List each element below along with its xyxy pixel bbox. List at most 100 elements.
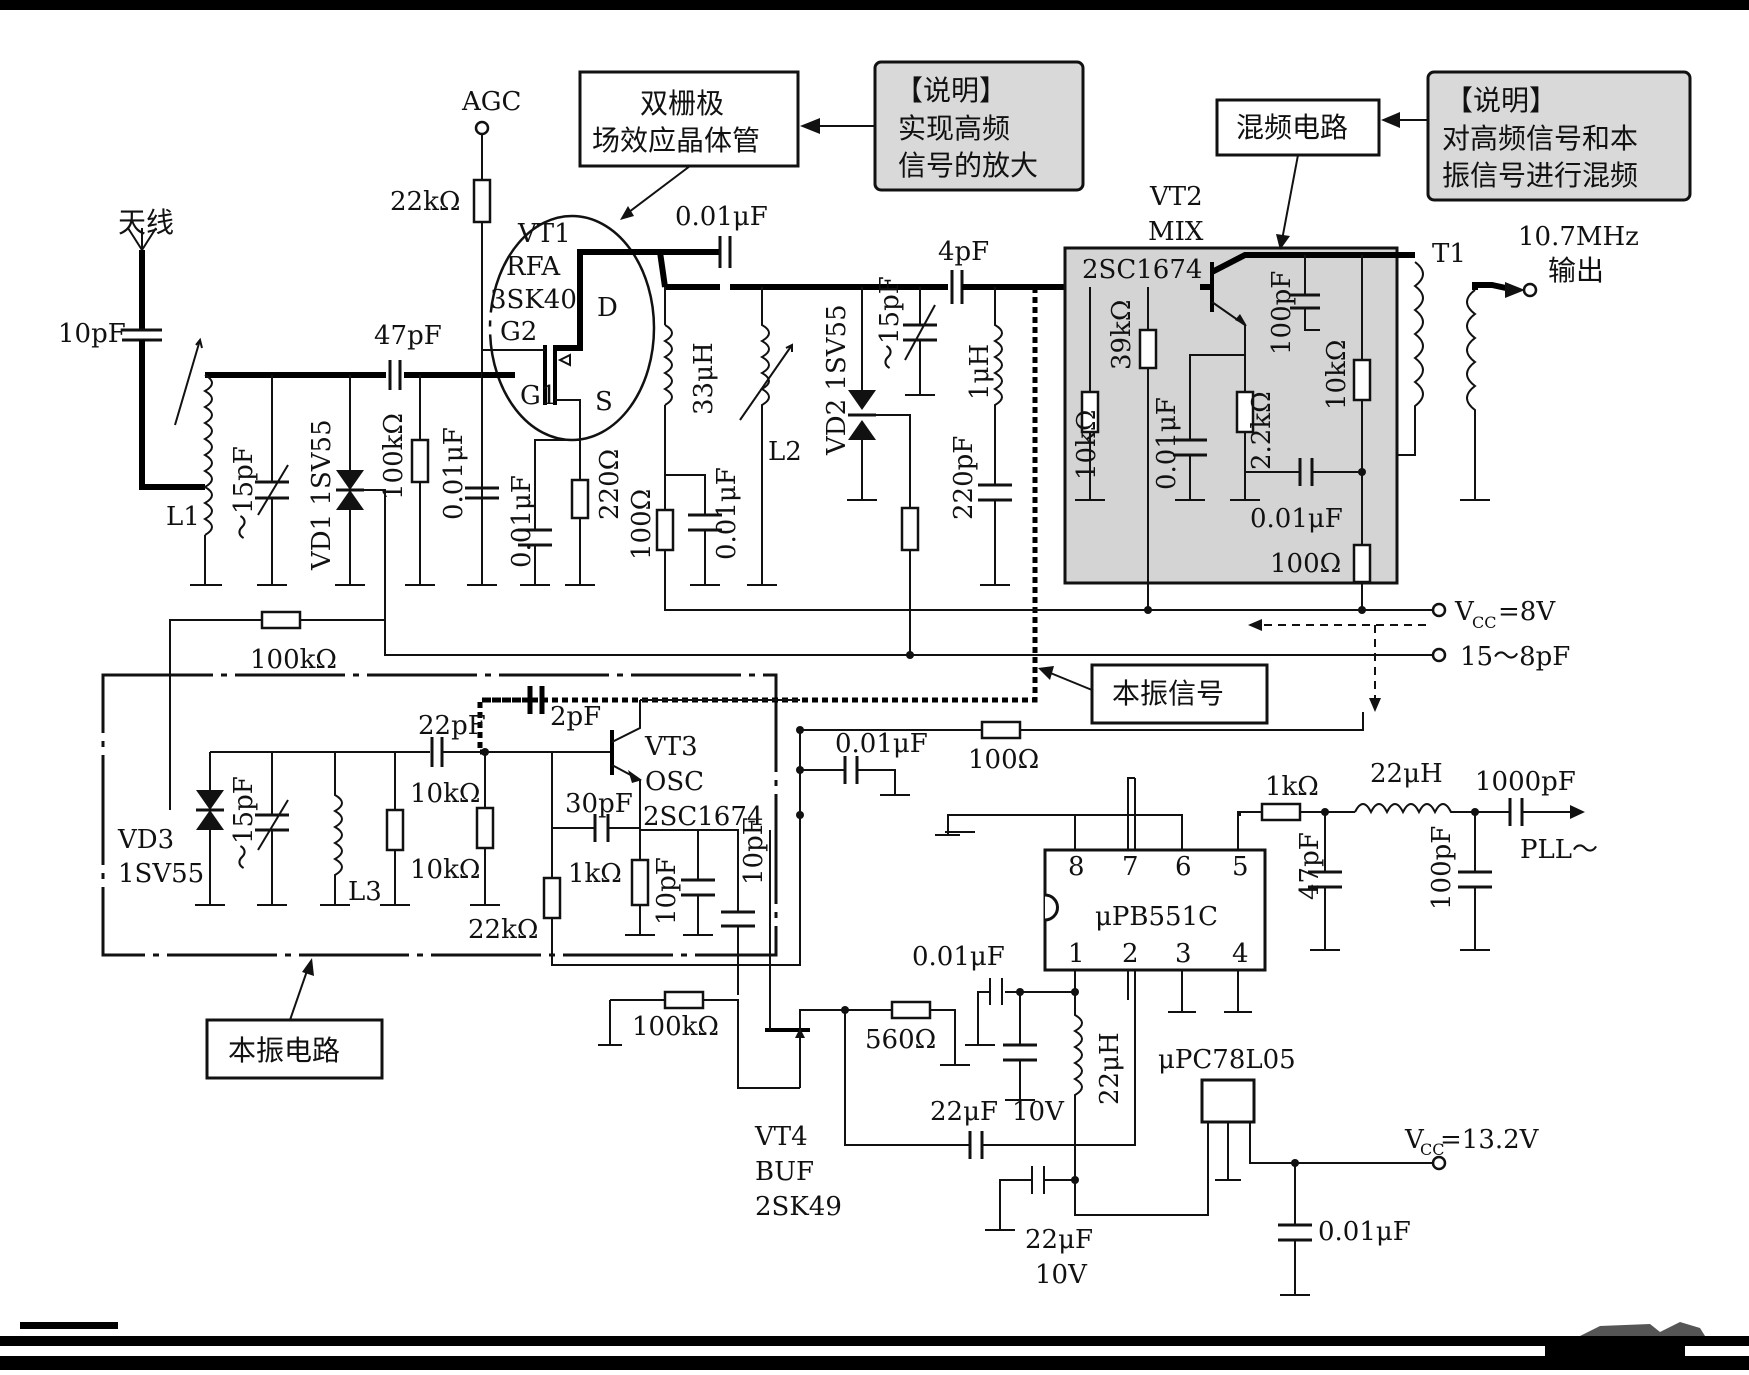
vd3-bias-wire <box>169 619 385 810</box>
c-100p-a-label: 100pF <box>1267 271 1297 355</box>
note2-l3: 振信号进行混频 <box>1442 159 1638 192</box>
vt1-mosfet <box>482 249 660 440</box>
agc-label: AGC <box>461 87 521 117</box>
l-22u-b-label: 22μH <box>1370 759 1443 789</box>
vt3-osc: OSC <box>645 767 704 797</box>
lo-circuit-pointer <box>289 967 309 1021</box>
vcc13-sub: CC <box>1420 1140 1444 1159</box>
vd3-label: VD3 <box>117 825 174 855</box>
r-100k-b-label: 100kΩ <box>250 645 337 675</box>
vt3-name: VT3 <box>644 732 698 762</box>
callout-lo-signal <box>1090 663 1269 725</box>
vt1-part: 3SK40 <box>490 285 577 315</box>
c-001-b-capacitor <box>465 486 499 586</box>
vcc8-val: =8V <box>1498 597 1556 627</box>
mixer-bias-network <box>1075 255 1372 610</box>
r-10k-d-resistor <box>475 806 495 850</box>
c-001-g-label: 0.01μF <box>835 729 928 759</box>
ic-pin-5: 5 <box>1232 852 1249 882</box>
arrow-head <box>1248 619 1262 631</box>
osc-supply-wire <box>800 712 1364 731</box>
lo-tank <box>195 751 430 906</box>
c-47p-capacitor <box>386 360 404 390</box>
l1-inductor <box>174 337 213 585</box>
l2-inductor <box>739 287 793 586</box>
out-label: 输出 <box>1548 254 1604 287</box>
ic-part-label: μPB551C <box>1095 902 1218 932</box>
vt2-name: VT2 <box>1149 182 1203 212</box>
c-10v-b-label: 10V <box>1035 1260 1088 1290</box>
c-001-b-label: 0.01μF <box>439 427 469 520</box>
arrow-head <box>1038 666 1054 680</box>
vt1-g1-label: G1 <box>520 381 557 411</box>
c-2p-label: 2pF <box>550 702 601 732</box>
l3-label: L3 <box>348 877 382 907</box>
r-1k-b-label: 1kΩ <box>1265 772 1319 802</box>
r-560-label: 560Ω <box>865 1025 936 1055</box>
c-001-c-label: 0.01μF <box>507 475 537 568</box>
mixer-pointer <box>1281 154 1299 241</box>
bottom-left-mark <box>20 1322 118 1329</box>
top-border-bar <box>0 0 1749 10</box>
vc-l2-capacitor <box>903 287 937 396</box>
l1-label: L1 <box>166 502 200 532</box>
r-10k-a-label: 10kΩ <box>1072 410 1102 480</box>
callout-pointer <box>624 165 691 216</box>
r-100k-c-label: 100kΩ <box>632 1012 719 1042</box>
agc-terminal <box>474 120 490 136</box>
tune-range-label: 15～8pF <box>1460 642 1570 672</box>
r-39k-label: 39kΩ <box>1107 300 1137 370</box>
l-1u-label: 1μH <box>965 344 995 400</box>
note2-l1: 【说明】 <box>1445 84 1557 117</box>
note2-l2: 对高频信号和本 <box>1442 122 1638 155</box>
r-100k-a-resistor <box>405 375 435 586</box>
arrow-head <box>302 958 314 976</box>
r-2k2-label: 2.2kΩ <box>1247 391 1277 470</box>
regulator-wiring <box>1215 1122 1433 1296</box>
r-10k-d-label: 10kΩ <box>410 855 480 885</box>
vt2-part: 2SC1674 <box>1082 255 1202 285</box>
ic-pin-1: 1 <box>1068 939 1085 969</box>
r-100-b-label: 100Ω <box>1270 549 1341 579</box>
node <box>796 726 804 734</box>
r-220-label: 220Ω <box>595 449 625 520</box>
arrow-head <box>1276 234 1290 250</box>
r-100-c-resistor <box>980 720 1022 740</box>
ic-pin-8: 8 <box>1068 852 1085 882</box>
c-4p-label: 4pF <box>938 237 989 267</box>
c-001-d-label: 0.01μF <box>712 467 742 560</box>
osc-feedback-network <box>542 752 755 966</box>
callout-lo-circuit <box>205 1018 384 1080</box>
r-100-c-label: 100Ω <box>968 745 1039 775</box>
vcc8-sub: CC <box>1472 613 1496 632</box>
vd2-varactor <box>847 287 920 655</box>
tune-line <box>384 498 1433 656</box>
vt4-buf: BUF <box>755 1157 814 1187</box>
c-10v-a-label: 10V <box>1012 1097 1065 1127</box>
r-agc-resistor <box>472 178 492 224</box>
vt2-mix: MIX <box>1148 217 1204 247</box>
vd1-varactor <box>335 375 386 586</box>
arrow-head <box>1381 112 1400 128</box>
vt1-d-label: D <box>597 293 618 323</box>
arrow-head <box>800 118 820 134</box>
vc-l2-label: ～15pF <box>875 276 905 370</box>
arrow-head <box>620 206 634 220</box>
vt1-s-label: S <box>595 387 613 417</box>
vcc13-v: V <box>1404 1125 1425 1155</box>
vt3-part: 2SC1674 <box>643 802 763 832</box>
r-10k-b-label: 10kΩ <box>1322 340 1352 410</box>
r-100k-a-label: 100kΩ <box>379 413 409 500</box>
node <box>1358 606 1366 614</box>
arrow-head <box>1369 698 1381 712</box>
drain-join <box>657 251 668 288</box>
c-001-i-label: 0.01μF <box>1318 1217 1411 1247</box>
vt4-name: VT4 <box>754 1122 808 1152</box>
c-22u-a-label: 22μF <box>930 1097 998 1127</box>
out-freq-label: 10.7MHz <box>1518 222 1639 252</box>
vt1-source-network <box>518 439 595 586</box>
node <box>796 811 804 819</box>
pll-output-network <box>1237 798 1585 951</box>
r-1k-a-label: 1kΩ <box>568 859 622 889</box>
